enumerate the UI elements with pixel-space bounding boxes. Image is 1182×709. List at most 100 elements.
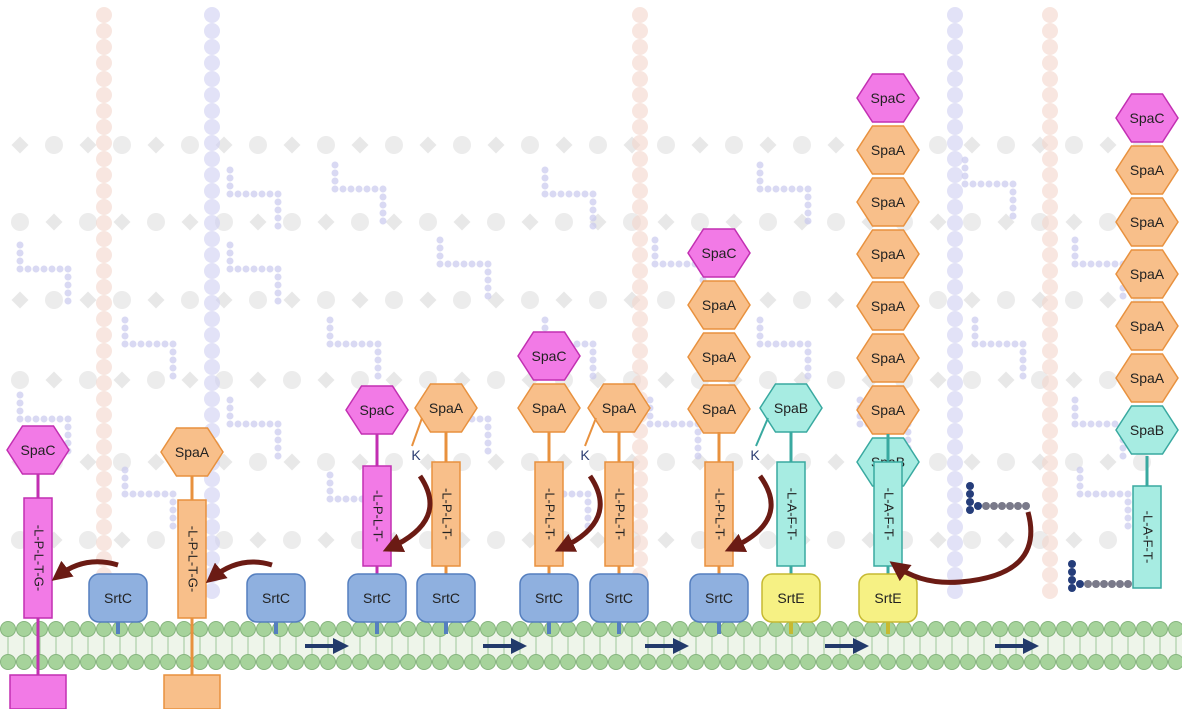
lipid-head — [656, 621, 672, 637]
sorting-motif-laft: -L-A-F-T- — [1132, 485, 1162, 589]
lipid-head — [704, 654, 720, 670]
lipid-head — [496, 654, 512, 670]
assembly-step-arrow — [995, 638, 1039, 654]
spaa-subunit: SpaA — [587, 383, 651, 433]
lipid-bead — [966, 506, 974, 514]
peptide-bead — [573, 340, 581, 348]
strand-bead — [1042, 471, 1058, 487]
glycan-diamond — [147, 136, 165, 154]
spaa-stack-subunit: SpaA — [687, 384, 751, 434]
peptide-bead — [756, 332, 764, 340]
peptide-bead — [1071, 396, 1079, 404]
peptide-bead — [347, 185, 355, 193]
spaa-stack-subunit: SpaA — [1115, 301, 1179, 351]
spac-label: SpaC — [359, 402, 394, 418]
strand-bead — [204, 487, 220, 503]
peptide-bead — [1100, 490, 1108, 498]
glycan-circle — [997, 136, 1015, 154]
peptide-bead — [326, 340, 334, 348]
lysine-label: K — [411, 447, 421, 463]
peptide-bead — [1076, 490, 1084, 498]
peptide-bead — [1019, 340, 1027, 348]
spaa-hexagon — [587, 383, 651, 433]
strand-bead — [96, 359, 112, 375]
peptide-bead — [756, 161, 764, 169]
strand-bead — [96, 199, 112, 215]
spaa-stack-subunit: SpaA — [856, 125, 920, 175]
peptide-bead — [258, 420, 266, 428]
strand-bead — [204, 503, 220, 519]
peptide-bead — [971, 316, 979, 324]
peptide-bead — [342, 340, 350, 348]
lysine-link — [755, 417, 769, 447]
spac-label: SpaC — [870, 90, 905, 106]
glycan-circle — [249, 453, 267, 471]
peptide-bead — [541, 324, 549, 332]
lipid-head — [1056, 621, 1072, 637]
peptide-bead — [1079, 260, 1087, 268]
glycan-circle — [589, 136, 607, 154]
peptide-bead — [796, 185, 804, 193]
glycan-diamond — [997, 371, 1015, 389]
glycan-diamond — [351, 291, 369, 309]
peptide-bead — [549, 190, 557, 198]
glycan-diamond — [453, 213, 471, 231]
glycan-diamond — [929, 213, 947, 231]
lipid-head — [992, 654, 1008, 670]
srtc-label: SrtC — [104, 590, 132, 606]
lipid-head — [880, 654, 896, 670]
glycan-diamond — [963, 136, 981, 154]
glycan-circle — [997, 453, 1015, 471]
srtc-enzyme: SrtC — [416, 573, 476, 634]
spaa-label: SpaA — [1130, 370, 1165, 386]
step-arrow-head — [853, 638, 869, 654]
spac-free-subunit: SpaC — [6, 425, 70, 475]
glycan-circle — [147, 371, 165, 389]
strand-bead — [204, 39, 220, 55]
lipid-head — [432, 654, 448, 670]
peptide-bead — [266, 265, 274, 273]
strand-bead — [1042, 359, 1058, 375]
peptide-bead — [379, 193, 387, 201]
glycan-circle — [827, 213, 845, 231]
lipid-bead — [998, 502, 1006, 510]
peptide-bead — [468, 260, 476, 268]
strand-bead — [96, 343, 112, 359]
lipid-bead — [1068, 560, 1076, 568]
peptide-bead — [326, 332, 334, 340]
strand-bead — [96, 407, 112, 423]
strand-bead — [1042, 7, 1058, 23]
peptide-bead — [1095, 260, 1103, 268]
strand-bead — [96, 279, 112, 295]
glycan-circle — [11, 213, 29, 231]
peptide-bead — [242, 265, 250, 273]
lipid-head — [736, 654, 752, 670]
strand-bead — [632, 455, 648, 471]
peptide-bead — [274, 265, 282, 273]
peptide-bead — [541, 182, 549, 190]
peptide-bead — [274, 222, 282, 230]
strand-bead — [96, 263, 112, 279]
peptide-bead — [541, 174, 549, 182]
spac-membrane-anchor — [9, 674, 67, 709]
glycan-circle — [351, 213, 369, 231]
glycan-circle — [283, 213, 301, 231]
motif-label: -L-A-F-T- — [882, 488, 897, 541]
motif-label: -L-P-L-T- — [613, 488, 628, 540]
peptide-bead — [1019, 372, 1027, 380]
peptide-bead — [576, 490, 584, 498]
peptide-bead — [379, 217, 387, 225]
peptide-bead — [326, 316, 334, 324]
peptide-bead — [274, 273, 282, 281]
glycan-diamond — [793, 213, 811, 231]
peptide-bead — [161, 340, 169, 348]
peptide-bead — [670, 420, 678, 428]
lipid-head — [208, 621, 224, 637]
peptide-bead — [804, 348, 812, 356]
lipid-head — [928, 654, 944, 670]
motif-box — [604, 461, 634, 567]
lipid-head — [752, 621, 768, 637]
lipid-head — [944, 654, 960, 670]
peptide-bead — [484, 439, 492, 447]
peptide-bead — [1071, 252, 1079, 260]
